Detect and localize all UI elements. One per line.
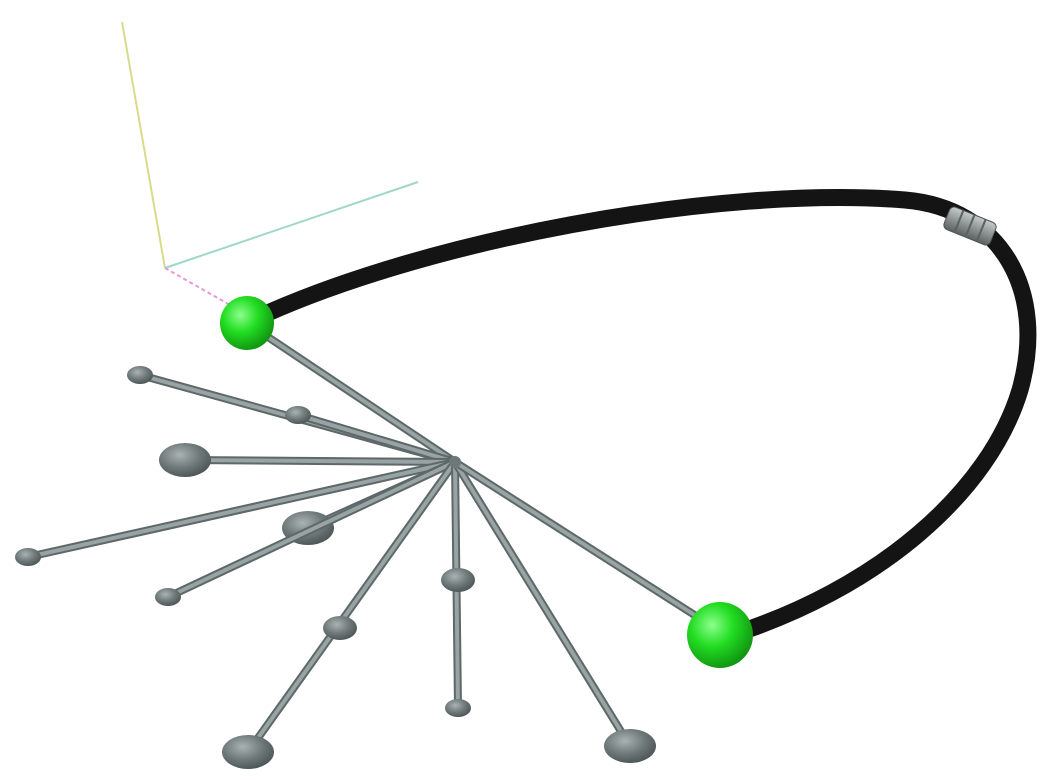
upper-node (220, 296, 274, 350)
rod-left-large-end-cap (159, 443, 211, 477)
x-axis (164, 181, 419, 269)
rod-to-upper-node (246, 321, 459, 466)
rod-left-lower (155, 458, 459, 606)
rod-upper-left-small-end-cap (127, 366, 153, 384)
rod-to-lower-node (451, 458, 722, 634)
tube-connector (943, 206, 997, 246)
rod-down-center-bead (441, 568, 475, 592)
rods-group (15, 321, 722, 769)
nodes-group (220, 296, 753, 668)
rod-hub (449, 456, 461, 468)
rod-down-left-long-end-cap (222, 735, 274, 769)
rod-down-center (441, 458, 475, 717)
rod-far-left (15, 458, 459, 566)
rod-upper-mid (285, 406, 459, 466)
lower-node (687, 602, 753, 668)
rod-left-large (159, 443, 459, 477)
rod-upper-mid-end-cap (285, 406, 311, 424)
rod-down-left-long (222, 458, 459, 769)
z-axis (164, 267, 231, 306)
tube-path (239, 189, 1037, 647)
tube-loop (239, 189, 1037, 647)
rod-down-center-end-cap (445, 699, 471, 717)
rod-left-lower-end-cap (155, 588, 181, 606)
axes-group (121, 21, 419, 306)
rod-far-left-end-cap (15, 548, 41, 566)
rod-down-right (451, 458, 656, 763)
rod-down-left-long-bead (323, 616, 357, 640)
rod-down-right-end-cap (604, 729, 656, 763)
y-axis (121, 21, 166, 269)
